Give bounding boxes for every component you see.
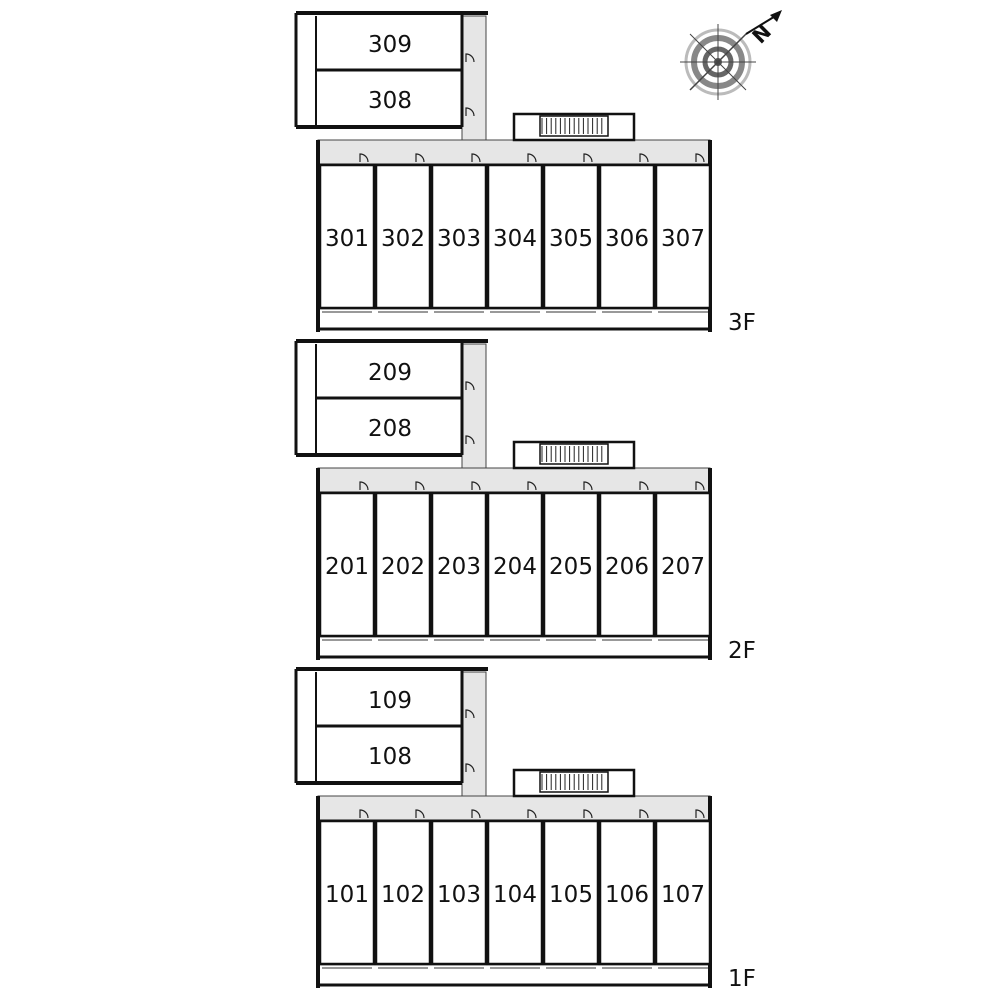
door-icon xyxy=(415,809,425,819)
room-107: 107 xyxy=(661,882,705,908)
door-icon xyxy=(527,481,537,491)
unit-301 xyxy=(318,163,376,310)
room-105: 105 xyxy=(549,882,593,908)
floor-label-1f: 1F xyxy=(728,966,756,992)
room-205: 205 xyxy=(549,554,593,580)
door-icon xyxy=(471,153,481,163)
room-203: 203 xyxy=(437,554,481,580)
floor-label-2f: 2F xyxy=(728,638,756,664)
door-icon xyxy=(465,763,475,773)
unit-306 xyxy=(598,163,656,310)
unit-106 xyxy=(598,819,656,966)
unit-104 xyxy=(486,819,544,966)
room-103: 103 xyxy=(437,882,481,908)
room-305: 305 xyxy=(549,226,593,252)
door-icon xyxy=(695,809,705,819)
unit-103 xyxy=(430,819,488,966)
unit-102 xyxy=(374,819,432,966)
floor-1f: 109 108 101 102 103 104 105 106 107 1F xyxy=(294,667,756,992)
door-icon xyxy=(359,153,369,163)
compass: N xyxy=(680,10,782,100)
floor-label-3f: 3F xyxy=(728,310,756,336)
room-202: 202 xyxy=(381,554,425,580)
room-303: 303 xyxy=(437,226,481,252)
compass-rose-icon xyxy=(680,10,782,100)
door-icon xyxy=(465,53,475,63)
room-206: 206 xyxy=(605,554,649,580)
door-icon xyxy=(415,153,425,163)
floor-2f: 209 208 201 202 203 204 205 206 207 2F xyxy=(294,339,756,664)
door-icon xyxy=(465,435,475,445)
north-label: N xyxy=(747,19,776,48)
door-icon xyxy=(527,809,537,819)
room-208: 208 xyxy=(368,416,412,442)
room-207: 207 xyxy=(661,554,705,580)
door-icon xyxy=(583,481,593,491)
unit-307 xyxy=(654,163,712,310)
room-301: 301 xyxy=(325,226,369,252)
unit-207 xyxy=(654,491,712,638)
unit-206 xyxy=(598,491,656,638)
room-204: 204 xyxy=(493,554,537,580)
unit-305 xyxy=(542,163,600,310)
unit-303 xyxy=(430,163,488,310)
room-307: 307 xyxy=(661,226,705,252)
room-304: 304 xyxy=(493,226,537,252)
unit-204 xyxy=(486,491,544,638)
door-icon xyxy=(639,153,649,163)
door-icon xyxy=(415,481,425,491)
room-201: 201 xyxy=(325,554,369,580)
door-icon xyxy=(471,481,481,491)
unit-302 xyxy=(374,163,432,310)
door-icon xyxy=(639,809,649,819)
unit-201 xyxy=(318,491,376,638)
room-309: 309 xyxy=(368,32,412,58)
room-104: 104 xyxy=(493,882,537,908)
door-icon xyxy=(583,809,593,819)
door-icon xyxy=(359,809,369,819)
door-icon xyxy=(465,381,475,391)
door-icon xyxy=(465,709,475,719)
room-302: 302 xyxy=(381,226,425,252)
unit-105 xyxy=(542,819,600,966)
door-icon xyxy=(583,153,593,163)
room-308: 308 xyxy=(368,88,412,114)
unit-202 xyxy=(374,491,432,638)
floor-3f: 309 308 301 302 303 304 305 306 307 3F xyxy=(294,11,756,336)
door-icon xyxy=(639,481,649,491)
door-icon xyxy=(695,153,705,163)
unit-304 xyxy=(486,163,544,310)
door-icon xyxy=(527,153,537,163)
unit-203 xyxy=(430,491,488,638)
room-209: 209 xyxy=(368,360,412,386)
room-102: 102 xyxy=(381,882,425,908)
door-icon xyxy=(359,481,369,491)
room-109: 109 xyxy=(368,688,412,714)
unit-101 xyxy=(318,819,376,966)
door-icon xyxy=(695,481,705,491)
room-101: 101 xyxy=(325,882,369,908)
room-106: 106 xyxy=(605,882,649,908)
door-icon xyxy=(471,809,481,819)
unit-107 xyxy=(654,819,712,966)
room-306: 306 xyxy=(605,226,649,252)
door-icon xyxy=(465,107,475,117)
room-108: 108 xyxy=(368,744,412,770)
unit-205 xyxy=(542,491,600,638)
